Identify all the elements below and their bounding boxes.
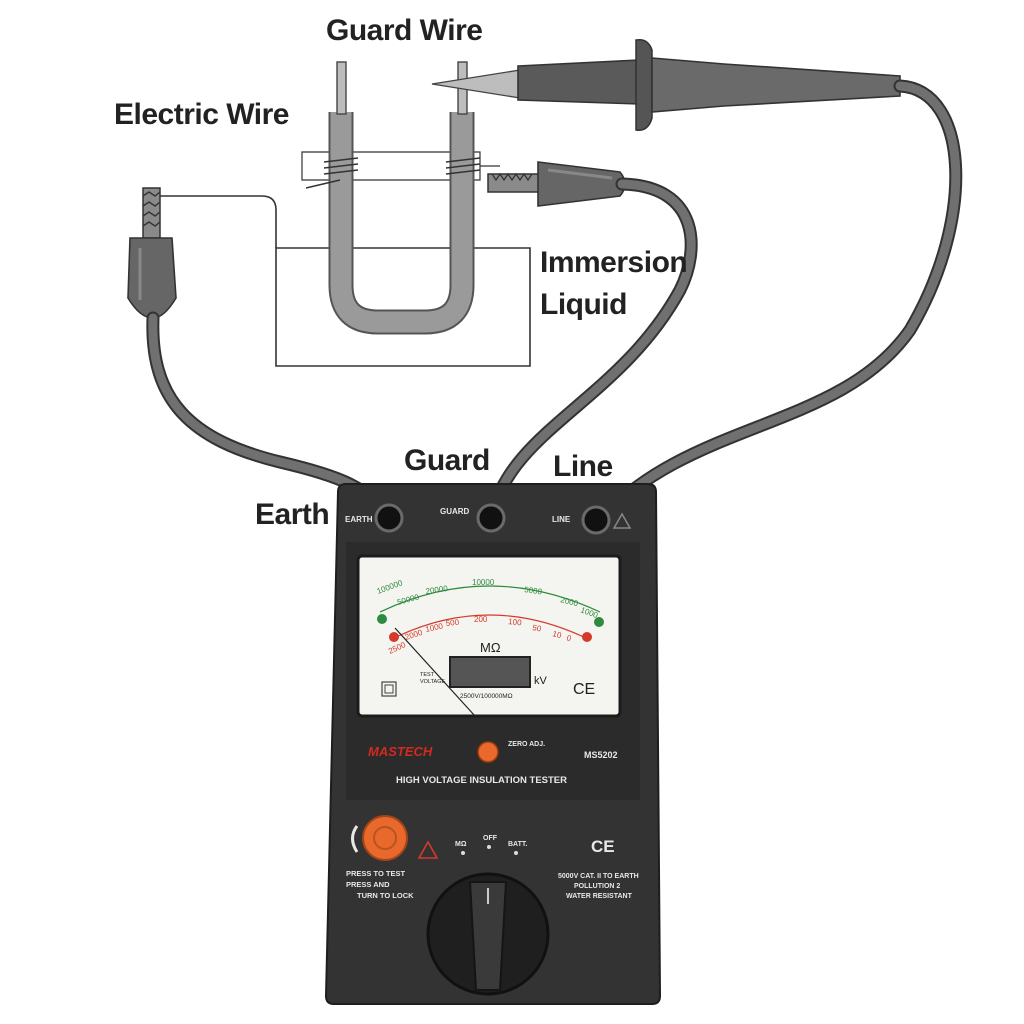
u-wire-sample: [328, 112, 475, 335]
line-cable: [593, 79, 963, 527]
model-number: MS5202: [584, 750, 618, 760]
red-indicator-right: [582, 632, 592, 642]
selector-mohm: MΩ: [455, 841, 467, 848]
voltage-lcd: [449, 656, 531, 688]
test-button[interactable]: [362, 815, 408, 861]
electric-wire-link: [160, 195, 277, 248]
test-voltage-label-1: TEST: [420, 672, 435, 678]
top-scale-label: 5000: [524, 585, 543, 596]
electric-wire-callout: Electric Wire: [114, 98, 289, 131]
liquid-callout: Liquid: [540, 288, 627, 321]
top-scale-arc: [379, 585, 601, 613]
bottom-scale-label: 200: [474, 615, 488, 624]
u-wire-sample-fill: [330, 112, 473, 333]
brand-logo: MASTECH: [368, 744, 433, 759]
guard-clip: [487, 161, 626, 207]
panel-ce-mark: CE: [591, 837, 615, 856]
guard-callout: Guard: [404, 444, 490, 477]
dial-needle: [394, 627, 476, 717]
bottom-scale-label: 100: [508, 617, 523, 627]
tester-title: HIGH VOLTAGE INSULATION TESTER: [396, 775, 567, 786]
guard-terminal-label: GUARD: [440, 507, 470, 516]
line-terminal-label: LINE: [552, 515, 571, 524]
press-and: PRESS AND: [346, 880, 390, 889]
immersion-container: [275, 247, 531, 367]
top-scale-label: 10000: [472, 578, 495, 587]
bottom-scale-label: 50: [532, 623, 543, 634]
earth-terminal[interactable]: [374, 503, 404, 533]
guard-wire-callout: Guard Wire: [326, 14, 483, 47]
test-voltage-label-2: VOLTAGE: [420, 679, 445, 685]
voltage-unit: kV: [534, 675, 548, 687]
earth-callout: Earth: [255, 498, 330, 531]
line-callout: Line: [553, 450, 613, 483]
spec-line-1: 5000V CAT. II TO EARTH: [558, 873, 639, 880]
turn-to-lock: TURN TO LOCK: [357, 891, 414, 900]
bottom-scale-label: 0: [565, 633, 573, 643]
tester-body: EARTH GUARD LINE 100000 50000 20000 1000…: [324, 483, 662, 1005]
selector-off: OFF: [483, 835, 498, 842]
guard-band-line: [301, 151, 481, 181]
line-terminal[interactable]: [581, 505, 611, 535]
selector-batt: BATT.: [508, 841, 527, 848]
zero-adj-knob[interactable]: [477, 741, 499, 763]
guard-wire-wrap: [305, 157, 481, 189]
zero-adj-label: ZERO ADJ.: [508, 741, 545, 748]
panel-warning-icon: [417, 840, 439, 859]
bottom-scale-label: 500: [445, 618, 460, 628]
range-note: 2500V/100000MΩ: [460, 693, 513, 700]
green-indicator-left: [377, 614, 387, 624]
top-scale-label: 2000: [560, 595, 580, 608]
line-probe: [431, 38, 901, 131]
bottom-scale-label: 1000: [425, 621, 445, 634]
wire-end-left: [336, 61, 347, 115]
earth-clip: [127, 187, 177, 319]
line-cable-core: [595, 81, 961, 525]
unit-mohm: MΩ: [480, 640, 501, 655]
double-insulation-icon: [381, 681, 397, 697]
bottom-scale-arc: [389, 614, 591, 641]
lock-arc-icon: [351, 825, 359, 853]
warning-icon: [612, 512, 632, 529]
spec-line-2: POLLUTION 2: [574, 883, 620, 890]
guard-terminal[interactable]: [476, 503, 506, 533]
spec-line-3: WATER RESISTANT: [566, 893, 633, 900]
top-scale-label: 20000: [425, 584, 449, 596]
press-to-test: PRESS TO TEST: [346, 869, 405, 878]
red-indicator-left: [389, 632, 399, 642]
immersion-callout: Immersion: [540, 246, 688, 279]
dial-ce-mark: CE: [573, 681, 595, 698]
earth-terminal-label: EARTH: [345, 515, 373, 524]
bottom-scale-label: 10: [552, 629, 563, 640]
green-indicator-right: [594, 617, 604, 627]
guard-cable-core: [487, 179, 696, 521]
